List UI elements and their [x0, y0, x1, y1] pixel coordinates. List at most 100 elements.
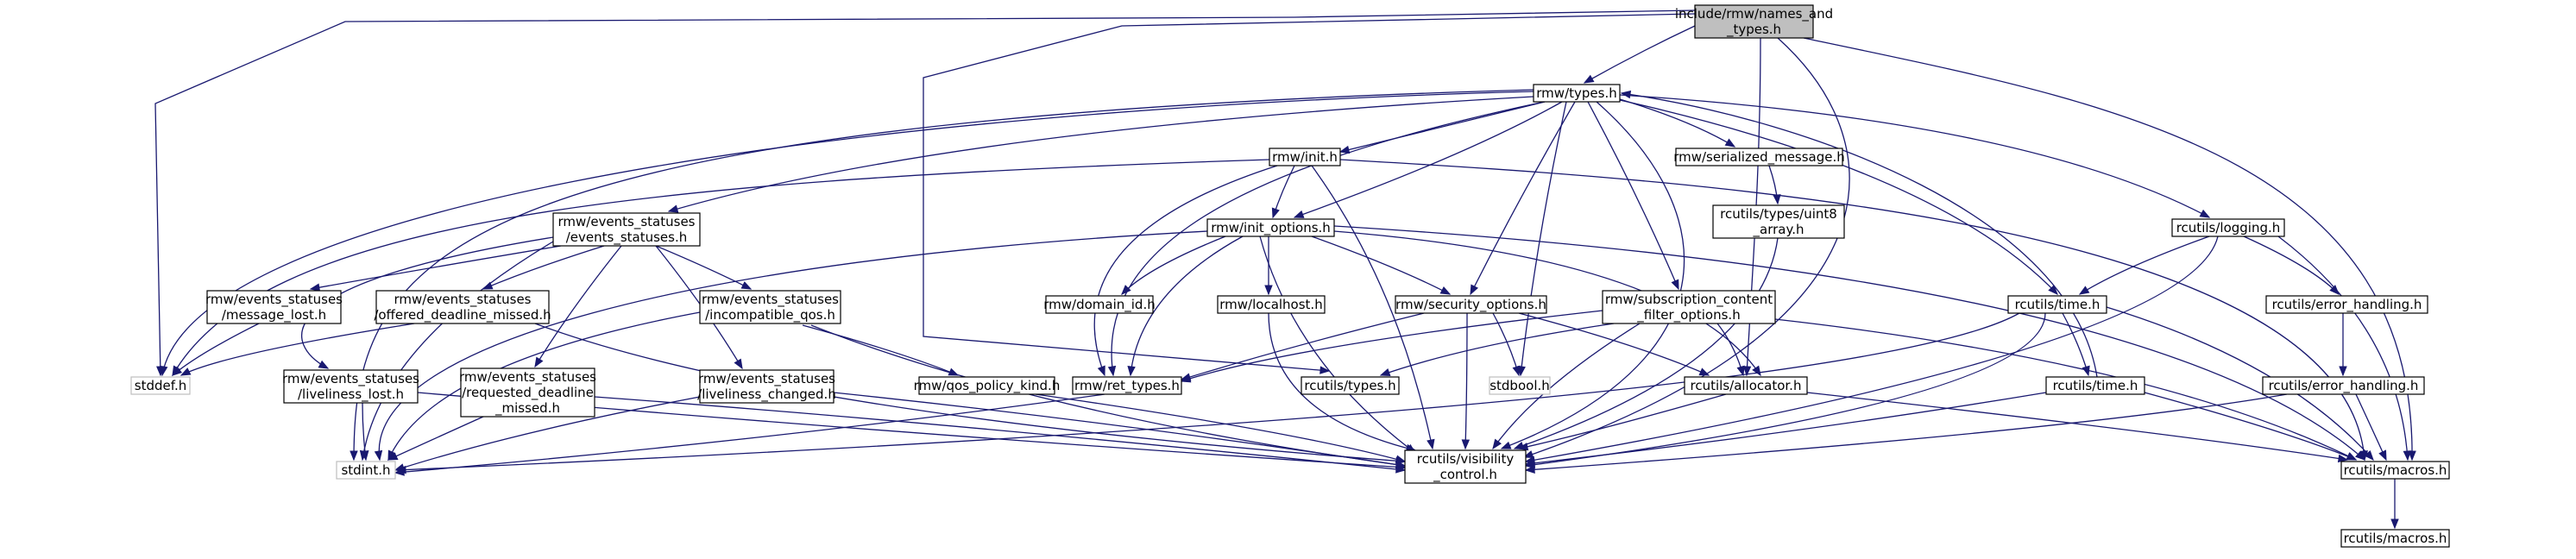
node-box: [1301, 376, 1400, 395]
node-stddef[interactable]: stddef.h: [130, 376, 191, 395]
node-ret-types[interactable]: rmw/ret_types.h: [1072, 376, 1182, 395]
arrowhead-sub_content-to-allocator: [1736, 365, 1745, 377]
node-box: [2045, 376, 2145, 395]
node-label: rmw/events_statuses: [205, 292, 343, 308]
node-box: [283, 369, 419, 404]
node-box: [2262, 376, 2425, 395]
edge-types-to-visibility: [1501, 101, 1685, 449]
node-box: [2007, 295, 2107, 314]
edge-allocator-to-macros1: [1806, 392, 2348, 461]
node-rc-types[interactable]: rcutils/types.h: [1301, 376, 1400, 395]
arrowhead-logging-to-rc_time1: [2078, 286, 2090, 295]
node-security[interactable]: rmw/security_options.h: [1395, 295, 1547, 314]
node-label: rcutils/visibility: [1417, 451, 1515, 467]
edge-init_options-to-macros1: [1333, 225, 2365, 461]
node-label: stdint.h: [341, 462, 390, 478]
node-err1[interactable]: rcutils/error_handling.h: [2265, 295, 2428, 314]
node-offered[interactable]: rmw/events_statuses/offered_deadline_mis…: [374, 290, 551, 324]
node-label: rcutils/allocator.h: [1691, 378, 1802, 393]
edge-qos_kind-to-visibility: [1035, 393, 1406, 462]
edge-rc_time1-to-macros1: [2106, 306, 2374, 461]
node-init[interactable]: rmw/init.h: [1269, 148, 1341, 166]
edge-rc_time2-to-macros1: [2144, 392, 2357, 461]
edge-allocator-to-visibility: [1518, 393, 1727, 449]
node-events[interactable]: rmw/events_statuses/events_statuses.h: [552, 212, 701, 247]
node-liv-changed[interactable]: rmw/events_statuses/liveliness_changed.h: [697, 369, 836, 404]
arrowhead-root-to-macros1: [2408, 450, 2416, 462]
edge-types-to-init: [1339, 101, 1546, 153]
node-qos-kind[interactable]: rmw/qos_policy_kind.h: [914, 376, 1061, 395]
arrowhead-sub_content-to-rc_types: [1379, 368, 1391, 377]
node-incompat[interactable]: rmw/events_statuses/incompatible_qos.h: [699, 290, 841, 324]
node-label: rmw/events_statuses: [557, 214, 695, 230]
edge-events-to-req_dead: [534, 245, 622, 367]
arrowhead-security-to-visibility: [1461, 439, 1471, 450]
node-box: [1269, 148, 1341, 166]
node-root[interactable]: include/rmw/names_and_types.h: [1675, 4, 1833, 39]
arrowhead-types-to-events: [667, 204, 679, 213]
arrowhead-init_options-to-ret_types: [1127, 366, 1136, 377]
arrowhead-events-to-incompat: [740, 281, 753, 290]
node-stdint[interactable]: stdint.h: [336, 461, 396, 480]
arrowhead-rc_time1-to-macros1: [2364, 450, 2374, 462]
node-logging[interactable]: rcutils/logging.h: [2171, 218, 2285, 237]
node-label: rcutils/error_handling.h: [2272, 297, 2422, 313]
arrowhead-incompat-to-qos_kind: [948, 367, 960, 376]
node-label: /events_statuses.h: [566, 229, 688, 246]
node-label: rcutils/logging.h: [2176, 220, 2281, 236]
arrowhead-liv_lost-to-stdint: [361, 450, 369, 462]
arrowhead-rc_time1-to-rc_time2: [2082, 365, 2090, 377]
node-visibility[interactable]: rcutils/visibility_control.h: [1404, 449, 1527, 484]
node-req-dead[interactable]: rmw/events_statuses/requested_deadline_m…: [459, 367, 596, 418]
node-macros1[interactable]: rcutils/macros.h: [2340, 461, 2450, 480]
arrowhead-init_options-to-security: [1439, 286, 1452, 295]
node-box: [375, 290, 550, 324]
node-serialized[interactable]: rmw/serialized_message.h: [1673, 148, 1845, 166]
node-box: [1217, 295, 1326, 314]
arrowhead-err2-to-visibility: [1524, 465, 1535, 474]
node-localhost[interactable]: rmw/localhost.h: [1217, 295, 1326, 314]
node-box: [1404, 449, 1527, 484]
edge-events-to-msg_lost: [310, 245, 562, 290]
node-sub-content[interactable]: rmw/subscription_content_filter_options.…: [1602, 290, 1776, 324]
edge-offered-to-stddef: [180, 323, 415, 376]
node-label: stddef.h: [135, 378, 186, 393]
arrowhead-liv_changed-to-visibility: [1395, 460, 1407, 469]
edge-offered-to-visibility: [534, 323, 1406, 462]
node-liv-lost[interactable]: rmw/events_statuses/liveliness_lost.h: [282, 369, 419, 404]
edge-types-to-events: [668, 96, 1534, 212]
node-label: rmw/types.h: [1536, 85, 1616, 101]
edge-liv_changed-to-stdint: [394, 396, 701, 471]
edge-init_options-to-security: [1311, 236, 1451, 295]
edge-events-to-offered: [482, 245, 605, 290]
node-label: _control.h: [1433, 467, 1497, 483]
node-label: _array.h: [1753, 222, 1804, 238]
node-types[interactable]: rmw/types.h: [1533, 84, 1621, 103]
node-label: rmw/init.h: [1272, 149, 1338, 165]
node-init-options[interactable]: rmw/init_options.h: [1206, 218, 1335, 237]
edge-sub_content-to-visibility: [1492, 323, 1641, 449]
node-stdbool[interactable]: stdbool.h: [1489, 376, 1551, 395]
node-uint8[interactable]: rcutils/types/uint8_array.h: [1712, 204, 1845, 239]
node-domain-id[interactable]: rmw/domain_id.h: [1043, 295, 1156, 314]
node-box: [130, 376, 191, 395]
arrowhead-rc_time2-to-types: [1620, 90, 1632, 99]
node-allocator[interactable]: rcutils/allocator.h: [1684, 376, 1808, 395]
node-macros2[interactable]: rcutils/macros.h: [2340, 529, 2450, 548]
arrowhead-types-to-init: [1338, 145, 1351, 154]
node-msg-lost[interactable]: rmw/events_statuses/message_lost.h: [205, 290, 343, 324]
node-box: [699, 369, 835, 404]
node-err2[interactable]: rcutils/error_handling.h: [2262, 376, 2425, 395]
node-box: [1072, 376, 1182, 395]
edge-err2-to-visibility: [1525, 393, 2288, 471]
edge-init_options-to-visibility: [1259, 236, 1416, 454]
arrowhead-init_options-to-domain_id: [1121, 285, 1131, 295]
node-rc-time2[interactable]: rcutils/time.h: [2045, 376, 2145, 395]
edge-init_options-to-domain_id: [1121, 236, 1226, 295]
arrowhead-root-to-allocator: [1742, 366, 1752, 377]
node-rc-time1[interactable]: rcutils/time.h: [2007, 295, 2107, 314]
edges: [154, 9, 2416, 530]
arrowhead-types-to-ret_types: [1107, 365, 1117, 377]
